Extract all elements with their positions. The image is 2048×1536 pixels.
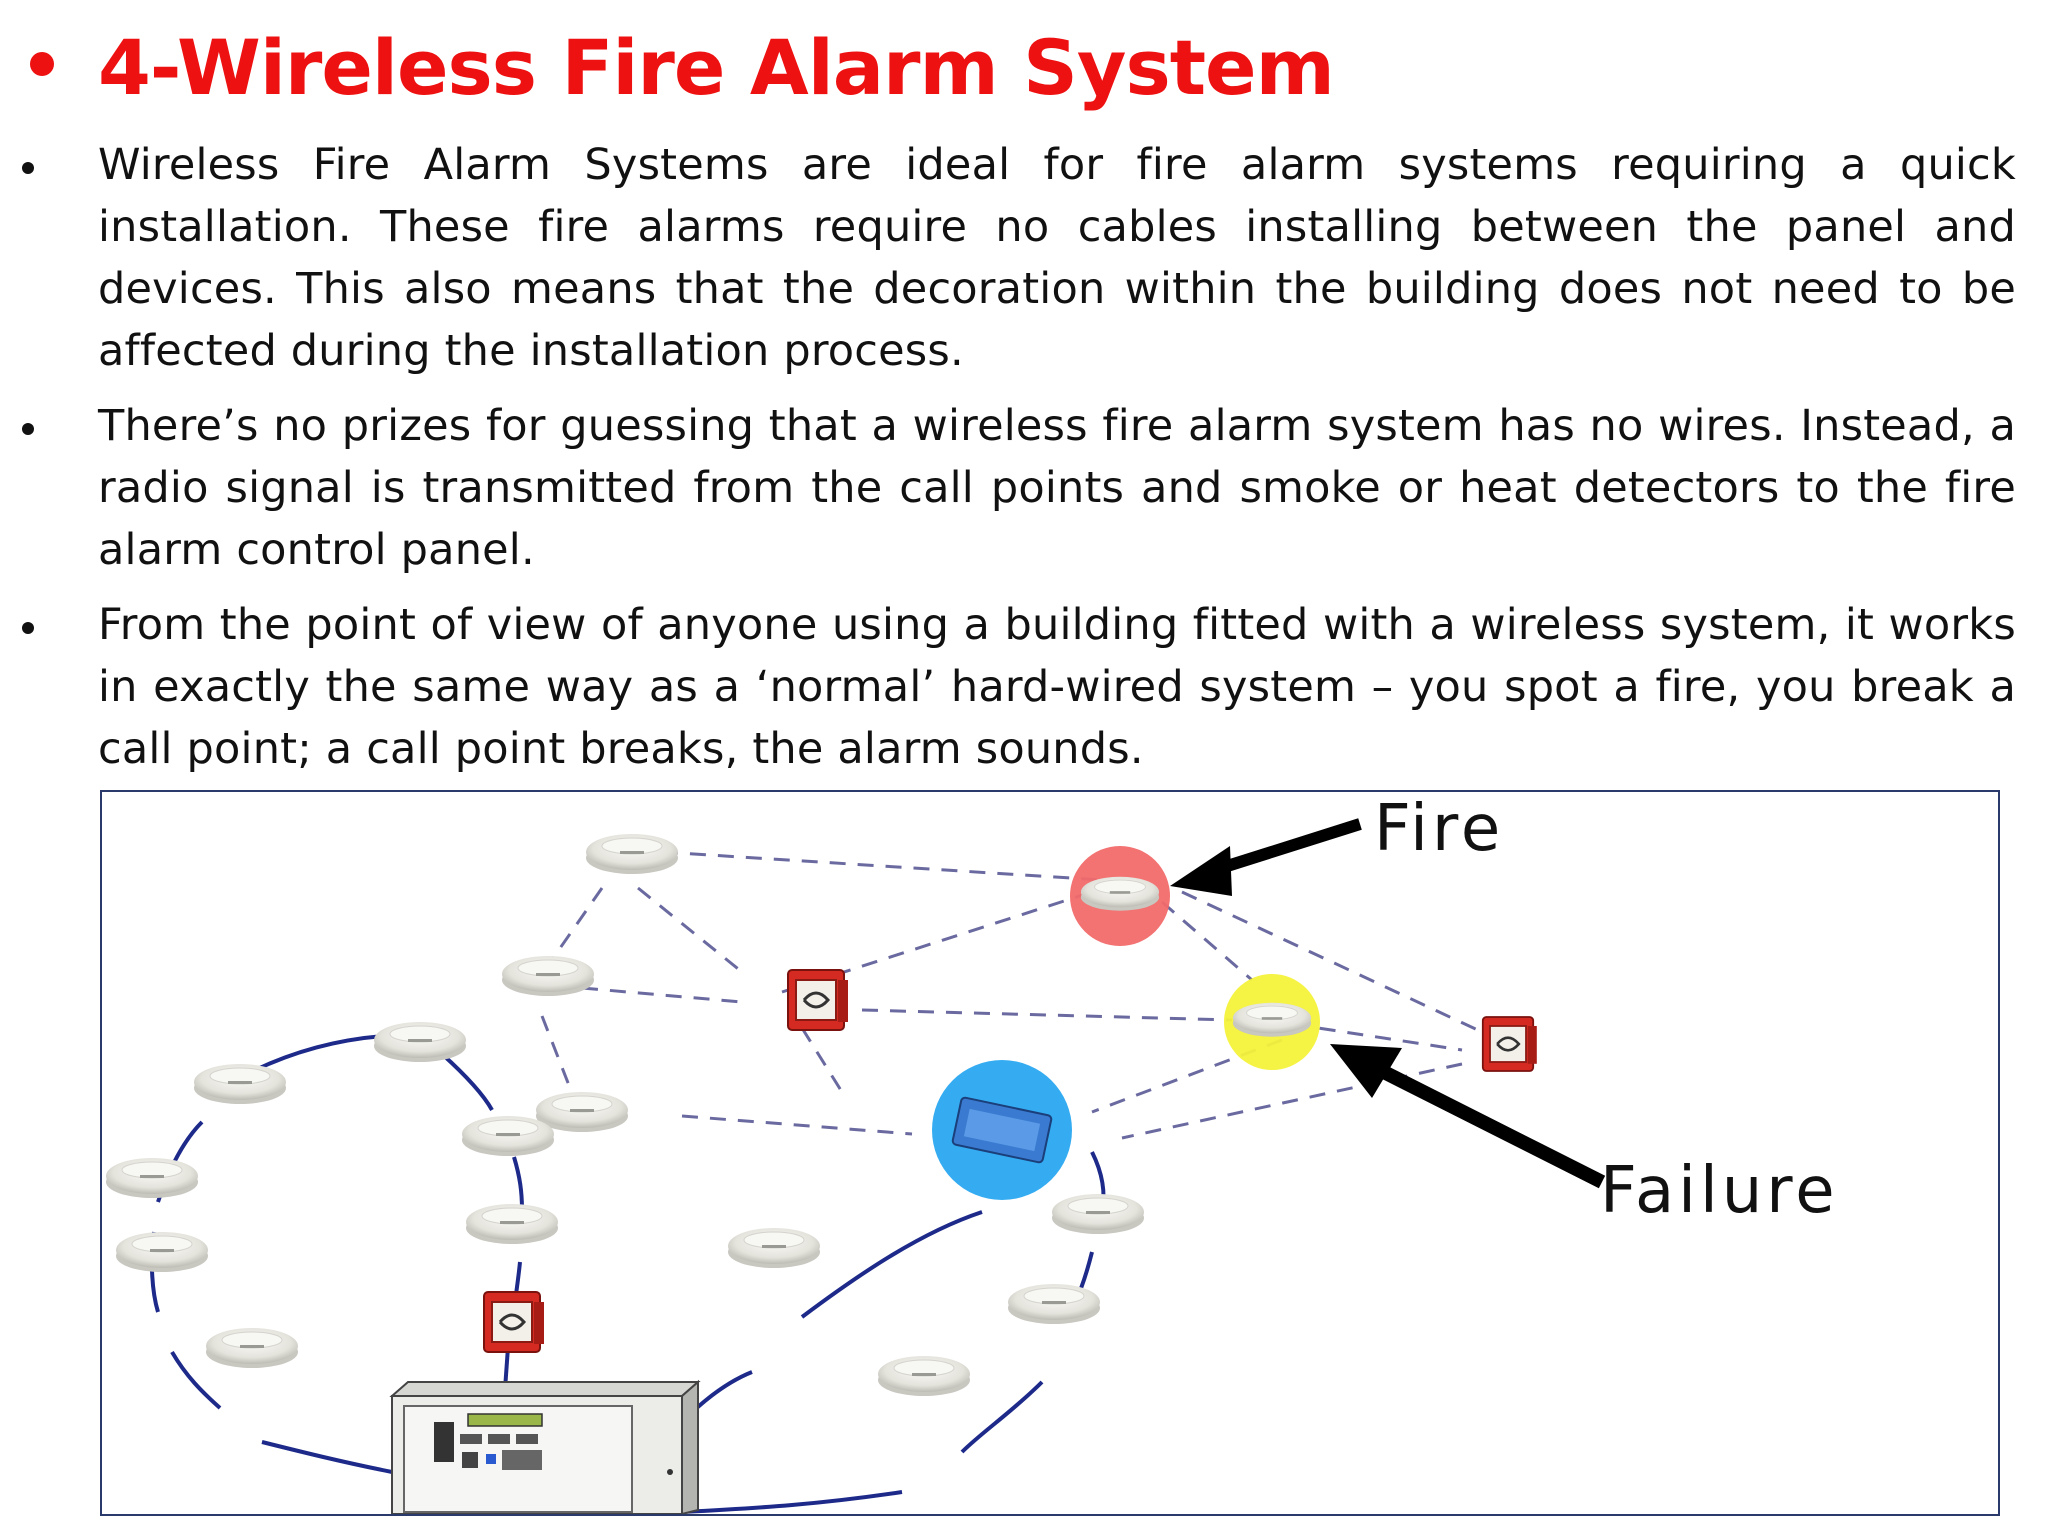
smoke-detector-icon [1007,1283,1101,1325]
diagram-canvas: Fire Failure [105,792,1839,1514]
smoke-detector-icon [373,1021,467,1063]
arrow-icon [1170,818,1362,896]
smoke-detector-icon [105,1157,199,1199]
arrow-icon [1330,1044,1606,1189]
smoke-detector-icon [1080,876,1160,912]
fire-label: Fire [1374,792,1504,866]
wireless-translator-icon [951,1096,1053,1164]
smoke-detector-icon [585,833,679,875]
smoke-detector-icon [1232,1002,1312,1038]
smoke-detector-icon [1051,1193,1145,1235]
smoke-detector-icon [465,1203,559,1245]
wireless-fire-alarm-diagram: Fire Failure [100,790,2000,1516]
smoke-detector-icon [877,1355,971,1397]
bullet-text-3: From the point of view of anyone using a… [98,600,2016,774]
smoke-detector-icon [115,1231,209,1273]
smoke-detector-icon [193,1063,287,1105]
title-bullet-icon [30,52,54,76]
failure-label: Failure [1600,1154,1839,1228]
slide-title: 4-Wireless Fire Alarm System [98,23,1335,112]
smoke-detector-icon [501,955,595,997]
bullet-dot-icon [22,622,34,634]
smoke-detector-icon [461,1115,555,1157]
bullet-dot-icon [22,162,34,174]
bullet-text-2: There’s no prizes for guessing that a wi… [98,401,2016,575]
control-panel-icon [389,1379,701,1514]
manual-call-point-icon [786,968,850,1032]
bullet-text-1: Wireless Fire Alarm Systems are ideal fo… [98,140,2016,376]
smoke-detector-icon [727,1227,821,1269]
manual-call-point-icon [1481,1015,1539,1073]
bullet-dot-icon [22,423,34,435]
smoke-detector-icon [205,1327,299,1369]
smoke-detector-icon [535,1091,629,1133]
manual-call-point-icon [482,1290,546,1354]
